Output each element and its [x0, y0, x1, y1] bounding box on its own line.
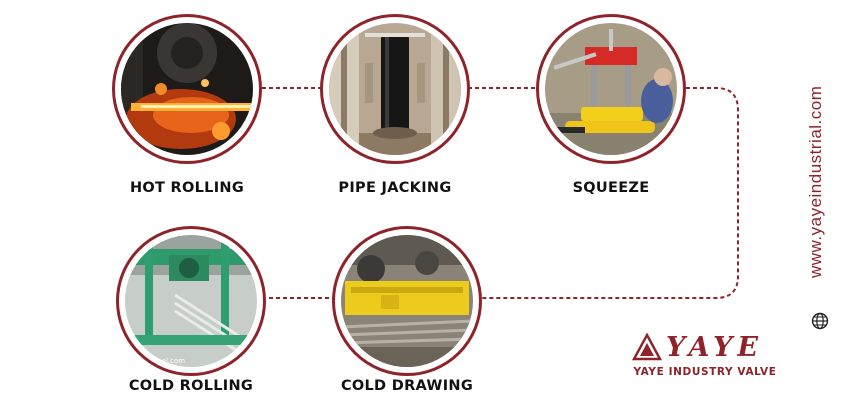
cold-drawing-image: [341, 235, 473, 367]
step-cold-rolling: steel.com: [116, 226, 266, 376]
website-url[interactable]: www.yayeindustrial.com: [806, 85, 825, 279]
step-cold-drawing: [332, 226, 482, 376]
step-label: COLD DRAWING: [340, 378, 474, 394]
step-hot-rolling: [112, 14, 262, 164]
globe-icon: [811, 312, 829, 330]
squeeze-image: [545, 23, 677, 155]
pipe-jacking-image: [329, 23, 461, 155]
brand-logo: YAYE YAYE INDUSTRY VALVE: [630, 330, 780, 382]
step-label: HOT ROLLING: [129, 180, 245, 196]
watermark-text: steel.com: [151, 357, 185, 365]
step-label: COLD ROLLING: [128, 378, 254, 394]
step-label: SQUEEZE: [572, 180, 650, 196]
connector-squeeze-to-drawing: [480, 87, 739, 299]
logo-word: YAYE: [666, 332, 764, 363]
step-squeeze: [536, 14, 686, 164]
logo-tagline: YAYE INDUSTRY VALVE: [633, 366, 777, 378]
triangle-logo-icon: [632, 332, 662, 361]
hot-rolling-image: [121, 23, 253, 155]
step-pipe-jacking: [320, 14, 470, 164]
step-label: PIPE JACKING: [338, 180, 452, 196]
cold-rolling-image: steel.com: [125, 235, 257, 367]
